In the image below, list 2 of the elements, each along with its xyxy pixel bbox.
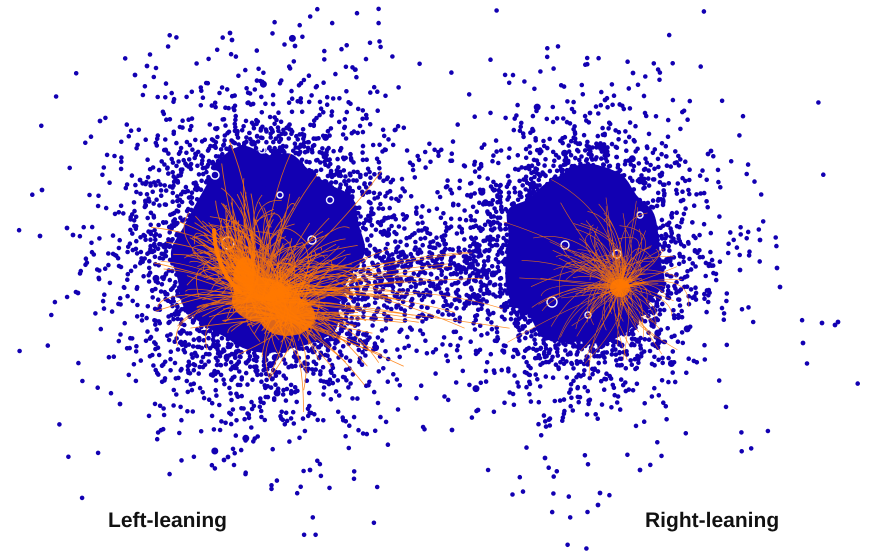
cluster-label: Left-leaning [108, 509, 227, 534]
cluster-label: Right-leaning [645, 509, 780, 534]
